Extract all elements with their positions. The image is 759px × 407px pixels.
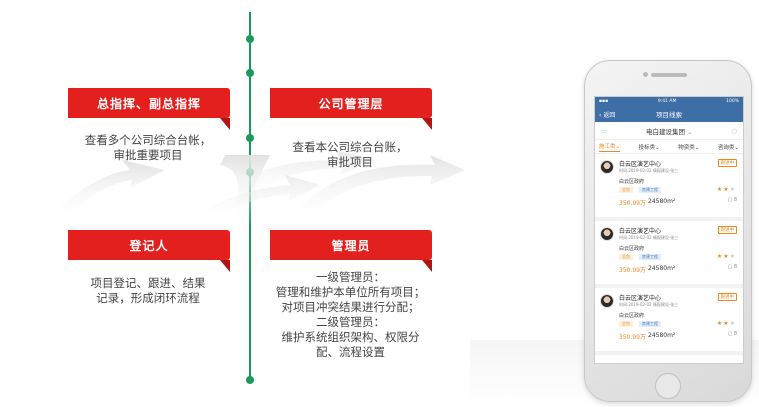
category-chip: 房建工程: [639, 187, 661, 193]
avatar: [600, 227, 614, 241]
comment-count[interactable]: ▢ 8: [727, 264, 737, 270]
star-rating: ★★★: [716, 186, 736, 193]
item-amount: 350.99万: [619, 200, 646, 207]
role-header-company-mgmt: 公司管理层: [270, 88, 432, 130]
battery-indicator: 100%: [726, 99, 739, 104]
item-amount: 350.99万: [619, 267, 646, 274]
role-desc-company-mgmt: 查看本公司综合台账， 审批项目: [292, 140, 408, 169]
comment-count[interactable]: ▢ 8: [727, 331, 737, 337]
comment-icon: ▢: [727, 264, 733, 270]
phone-mockup: ▪▪▪ 9:41 AM 100% ‹ 返回 项目线索 ▭ 电白建设集团 ⌄ ○ …: [584, 60, 752, 402]
status-bar: ▪▪▪ 9:41 AM 100%: [595, 97, 743, 106]
comment-count[interactable]: ▢ 8: [727, 197, 737, 203]
status-badge: 跟进中: [717, 159, 737, 167]
role-desc-admin: 一级管理员： 管理和维护本单位所有项目； 对项目冲突结果进行分配； 二级管理员：…: [275, 270, 426, 359]
home-button[interactable]: [655, 373, 681, 399]
category-chip: 房建工程: [639, 254, 661, 260]
list-item[interactable]: 白云区演艺中心 跟进中 时间:2019-02-02 情报建设-张三 白云区政府 …: [595, 221, 743, 288]
list-item[interactable]: 白云区演艺中心 跟进中 时间:2019-02-02 情报建设-张三 白云区政府 …: [595, 154, 743, 221]
item-meta: 时间:2019-02-02 情报建设-张三: [619, 168, 679, 173]
role-desc-chief: 查看多个公司综合台帐， 审批重要项目: [84, 133, 212, 162]
avatar: [600, 294, 614, 308]
item-title: 白云区演艺中心: [619, 295, 662, 302]
category-chip: 房建工程: [639, 321, 661, 327]
search-icon[interactable]: ○: [731, 126, 737, 135]
role-header-registrar: 登记人: [68, 230, 230, 272]
item-meta: 时间:2019-02-02 情报建设-张三: [619, 302, 679, 307]
timeline-dot: [246, 376, 254, 384]
timeline-dot: [246, 134, 254, 142]
phone-camera: [643, 72, 648, 77]
nav-title: 项目线索: [656, 111, 682, 119]
item-area: 24580m²: [648, 332, 676, 339]
tab-construction[interactable]: 施工类⌄: [599, 143, 621, 152]
comment-icon: ▢: [727, 331, 733, 337]
list-item[interactable]: 白云区演艺中心 跟进中 时间:2019-02-02 情报建设-张三 白云区政府 …: [595, 288, 743, 355]
status-badge: 跟进中: [717, 293, 737, 301]
avatar: [600, 160, 614, 174]
status-badge: 跟进中: [717, 226, 737, 234]
item-title: 白云区演艺中心: [619, 228, 662, 235]
company-name: 电白建设集团: [645, 127, 685, 136]
star-rating: ★★★: [716, 253, 736, 260]
nav-bar: ‹ 返回 项目线索: [595, 106, 743, 122]
item-title: 白云区演艺中心: [619, 161, 662, 168]
phone-speaker: [651, 73, 687, 77]
tab-consulting[interactable]: 咨询类⌄: [717, 144, 739, 151]
tab-materials[interactable]: 物资类⌄: [678, 144, 700, 151]
timeline-dot: [246, 69, 254, 77]
flow-arrows-graphic: [40, 150, 465, 225]
type-chip: 总包: [619, 254, 633, 260]
role-desc-registrar: 项目登记、跟进、结果 记录，形成闭环流程: [90, 276, 206, 305]
category-tabs: 施工类⌄ 投标类⌄ 物资类⌄ 咨询类⌄: [595, 140, 743, 154]
role-header-admin: 管理员: [270, 230, 432, 272]
item-meta: 时间:2019-02-02 情报建设-张三: [619, 235, 679, 240]
item-org: 白云区政府: [619, 313, 645, 319]
star-rating: ★★★: [716, 320, 736, 327]
item-org: 白云区政府: [619, 179, 645, 185]
phone-screen: ▪▪▪ 9:41 AM 100% ‹ 返回 项目线索 ▭ 电白建设集团 ⌄ ○ …: [594, 96, 744, 364]
item-area: 24580m²: [648, 265, 676, 272]
chevron-down-icon: ⌄: [687, 127, 693, 136]
comment-icon: ▢: [727, 197, 733, 203]
calendar-icon[interactable]: ▭: [601, 126, 608, 135]
role-header-chief: 总指挥、副总指挥: [68, 88, 230, 130]
type-chip: 总包: [619, 187, 633, 193]
type-chip: 总包: [619, 321, 633, 327]
back-button[interactable]: ‹ 返回: [599, 112, 616, 119]
item-area: 24580m²: [648, 198, 676, 205]
status-time: 9:41 AM: [657, 99, 677, 104]
signal-icon: ▪▪▪: [599, 99, 609, 104]
timeline-dot: [246, 35, 254, 43]
company-selector[interactable]: ▭ 电白建设集团 ⌄ ○: [595, 122, 743, 140]
item-amount: 350.99万: [619, 334, 646, 341]
item-org: 白云区政府: [619, 246, 645, 252]
tab-bidding[interactable]: 投标类⌄: [638, 144, 660, 151]
